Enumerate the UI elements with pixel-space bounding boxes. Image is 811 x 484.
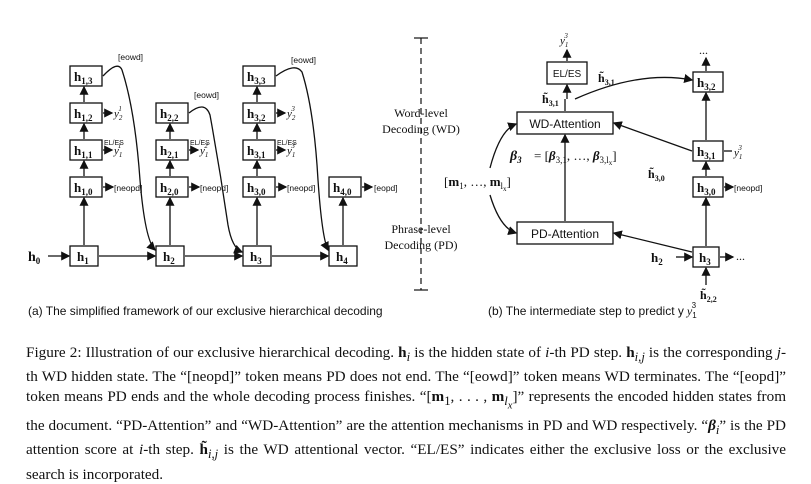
eles-box-label: EL/ES <box>553 69 582 80</box>
svg-text:h1,0: h1,0 <box>74 180 93 197</box>
neopd-token-1: [neopd] <box>114 183 142 193</box>
right-panel-labels: WD-Attention PD-Attention EL/ES y13 h̃3,… <box>444 32 762 304</box>
svg-text:h1,2: h1,2 <box>74 106 93 123</box>
svg-text:y21: y21 <box>113 105 123 122</box>
svg-text:= [β3,1, …, β3,lx]: = [β3,1, …, β3,lx] <box>534 148 617 167</box>
svg-text:β3: β3 <box>509 149 522 165</box>
eles-label-1: EL/ES <box>104 140 124 147</box>
svg-text:y11: y11 <box>113 142 122 159</box>
middle-divider <box>414 37 428 291</box>
svg-text:h3,1: h3,1 <box>697 144 716 161</box>
middle-labels: Word-level Decoding (WD) Phrase-level De… <box>382 106 460 252</box>
svg-text:h3,0: h3,0 <box>247 180 266 197</box>
svg-text:h2,2: h2,2 <box>160 106 179 123</box>
svg-text:h3: h3 <box>699 250 711 267</box>
svg-text:y12: y12 <box>199 142 208 159</box>
svg-text:h̃2,2: h̃2,2 <box>700 288 717 304</box>
svg-text:h0: h0 <box>28 250 41 266</box>
svg-text:h̃3,1: h̃3,1 <box>542 92 559 108</box>
neopd-token-3: [neopd] <box>287 183 315 193</box>
pd-label-line2: Decoding (PD) <box>385 238 458 252</box>
svg-text:y13: y13 <box>733 144 742 161</box>
ellipsis-right: ... <box>736 249 745 263</box>
wd-label-line2: Decoding (WD) <box>382 122 460 136</box>
eles-label-2: EL/ES <box>190 140 210 147</box>
svg-text:h3,2: h3,2 <box>247 106 266 123</box>
svg-text:y13: y13 <box>559 32 568 49</box>
svg-text:h1,3: h1,3 <box>74 69 93 86</box>
eowd-token-2: [eowd] <box>194 90 219 100</box>
svg-text:h2: h2 <box>163 249 175 266</box>
neopd-token-2: [neopd] <box>200 183 228 193</box>
pd-attention-label: PD-Attention <box>531 227 599 241</box>
svg-text:h2,1: h2,1 <box>160 143 179 160</box>
subcaption-a: (a) The simplified framework of our excl… <box>28 304 383 318</box>
svg-text:h4: h4 <box>336 249 348 266</box>
svg-text:[m1, …, mlx]: [m1, …, mlx] <box>444 174 511 193</box>
svg-text:h4,0: h4,0 <box>333 180 352 197</box>
neopd-token-right: [neopd] <box>734 183 762 193</box>
eowd-token-3: [eowd] <box>291 55 316 65</box>
ellipsis-top: ... <box>699 43 708 57</box>
svg-text:h3,2: h3,2 <box>697 75 716 92</box>
caption-label: Figure 2: <box>26 344 82 361</box>
svg-text:h2: h2 <box>651 250 663 267</box>
svg-text:y23: y23 <box>286 105 296 122</box>
svg-text:h̃3,0: h̃3,0 <box>648 167 665 183</box>
svg-text:h1,1: h1,1 <box>74 143 93 160</box>
svg-text:h3: h3 <box>250 249 262 266</box>
eles-label-3: EL/ES <box>277 140 297 147</box>
subcaption-b-text: (b) The intermediate step to predict y <box>488 304 684 318</box>
svg-text:h3,0: h3,0 <box>697 180 716 197</box>
eopd-token: [eopd] <box>374 183 398 193</box>
svg-text:h2,0: h2,0 <box>160 180 179 197</box>
figure-caption: Figure 2: Illustration of our exclusive … <box>26 344 787 483</box>
svg-text:y13: y13 <box>286 142 295 159</box>
figure-2: h0 h1 h2 h3 h4 h1,0 h1,1 h1,2 h1,3 h2,0 … <box>28 32 762 320</box>
caption-first-sentence: Illustration of our exclusive hierarchic… <box>85 344 395 361</box>
wd-label-line1: Word-level <box>394 106 448 120</box>
svg-text:h3,3: h3,3 <box>247 69 266 86</box>
svg-text:h̃3,1: h̃3,1 <box>598 71 615 87</box>
left-panel <box>48 65 374 267</box>
eowd-token-1: [eowd] <box>118 52 143 62</box>
right-panel <box>489 48 735 285</box>
svg-text:h1: h1 <box>77 249 89 266</box>
svg-text:h3,1: h3,1 <box>247 143 266 160</box>
pd-label-line1: Phrase-level <box>391 222 451 236</box>
wd-attention-label: WD-Attention <box>529 117 600 131</box>
